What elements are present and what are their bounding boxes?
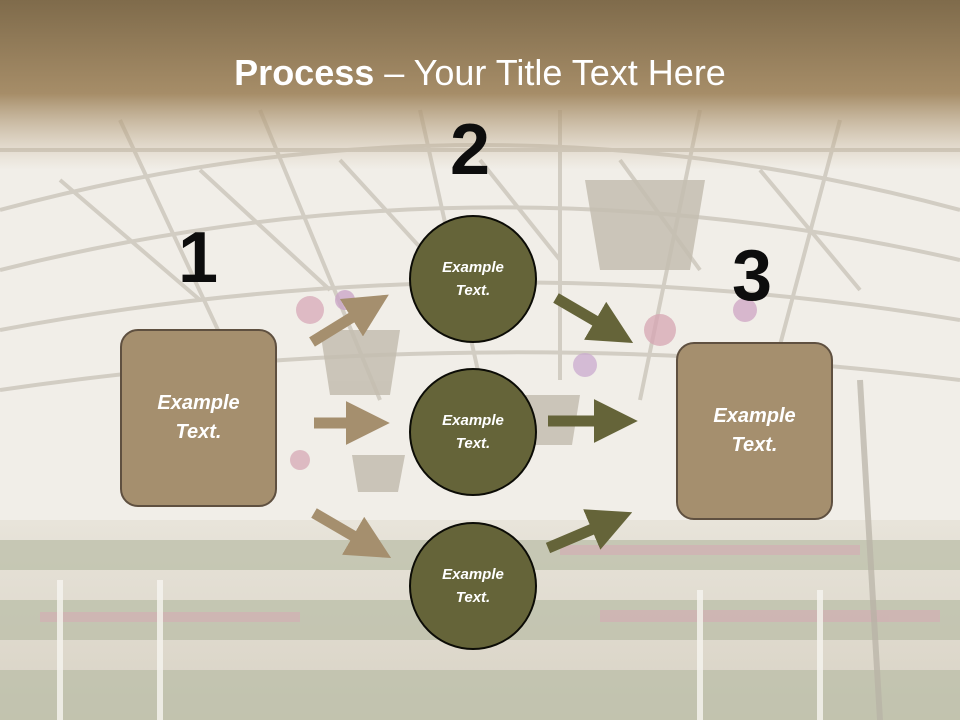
circle-top-label: Example Text. bbox=[442, 259, 504, 299]
left-box-label: Example Text. bbox=[157, 392, 240, 443]
title-rest: – Your Title Text Here bbox=[374, 52, 726, 93]
arrow-bottom-to-3 bbox=[545, 509, 633, 554]
arrow-1-to-bottom bbox=[311, 508, 392, 558]
right-step-box: Example Text. bbox=[676, 342, 833, 520]
left-step-box: Example Text. bbox=[120, 329, 277, 507]
right-box-label: Example Text. bbox=[713, 405, 796, 456]
page-title: Process – Your Title Text Here bbox=[0, 52, 960, 94]
arrow-top-to-3 bbox=[553, 293, 634, 343]
circle-middle: Example Text. bbox=[409, 368, 537, 496]
step-number-3: 3 bbox=[732, 236, 773, 316]
circle-bottom-label: Example Text. bbox=[442, 566, 504, 606]
step-number-2: 2 bbox=[450, 110, 491, 190]
arrow-1-to-top bbox=[309, 294, 389, 347]
title-bold: Process bbox=[234, 52, 375, 93]
step-number-1: 1 bbox=[178, 218, 219, 298]
circle-middle-label: Example Text. bbox=[442, 412, 504, 452]
circle-bottom: Example Text. bbox=[409, 522, 537, 650]
circle-top: Example Text. bbox=[409, 215, 537, 343]
